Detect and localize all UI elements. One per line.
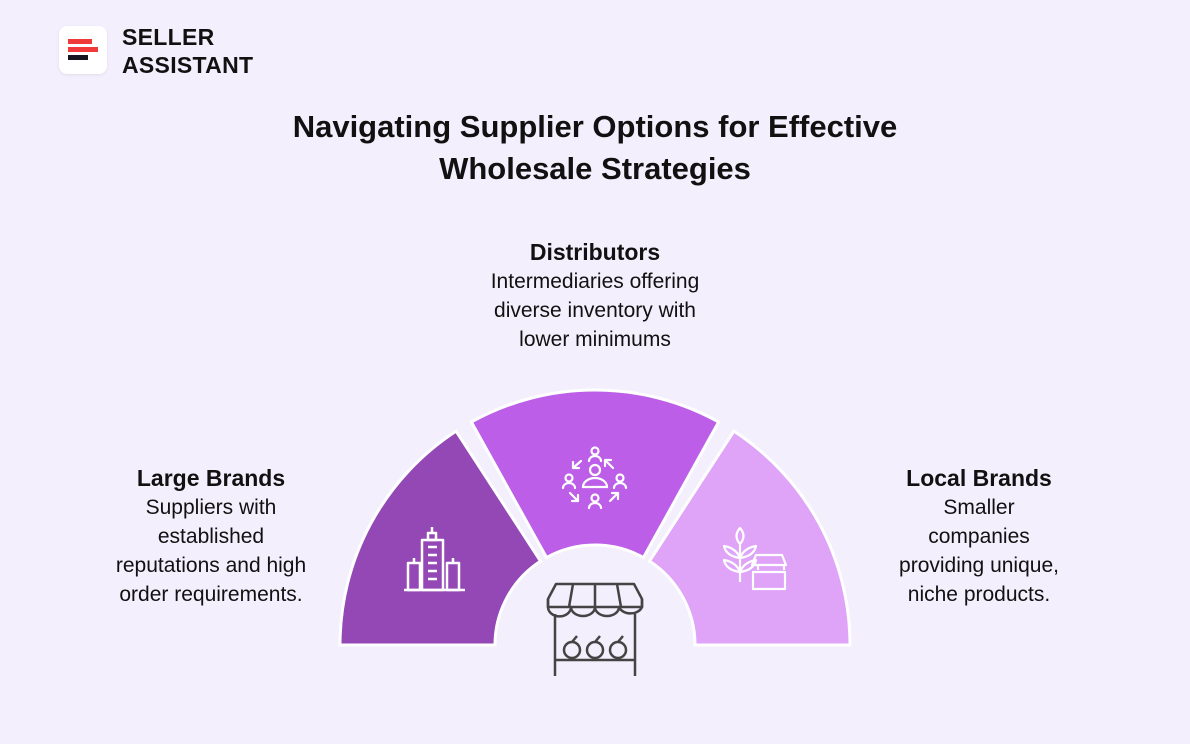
logo-bar: [68, 39, 92, 44]
people-network-icon: [561, 446, 628, 510]
title-line: Navigating Supplier Options for Effectiv…: [292, 109, 898, 144]
segment-desc: providing unique,: [899, 554, 1059, 577]
title-line: Wholesale Strategies: [439, 151, 751, 186]
segment-title: Large Brands: [136, 465, 286, 491]
segment-desc: lower minimums: [519, 328, 671, 351]
segment-desc: reputations and high: [115, 554, 307, 577]
segment-title: Local Brands: [906, 465, 1052, 491]
segment-desc: Intermediaries offering: [490, 270, 700, 293]
segment-desc: order requirements.: [119, 583, 303, 606]
brand-line: SELLER: [122, 24, 215, 50]
logo: [59, 26, 107, 74]
segment-local-brands: [647, 429, 852, 647]
brand-name: SELLER ASSISTANT: [122, 23, 253, 79]
market-stall-icon: [546, 582, 644, 676]
segment-distributors: [469, 388, 721, 560]
wheat-shop-icon: [722, 526, 788, 591]
segment-title: Distributors: [529, 239, 661, 265]
page-title: Navigating Supplier Options for Effectiv…: [0, 106, 1190, 190]
local-brands-label: Local Brands Smaller companies providing…: [868, 463, 1090, 609]
segment-desc: established: [157, 525, 265, 548]
segment-desc: diverse inventory with: [494, 299, 696, 322]
segment-large-brands: [338, 429, 543, 647]
logo-bar: [68, 47, 98, 52]
segment-desc: niche products.: [907, 583, 1051, 606]
brand-line: ASSISTANT: [122, 52, 254, 78]
segment-desc: companies: [928, 525, 1030, 548]
large-brands-label: Large Brands Suppliers with established …: [90, 463, 332, 609]
buildings-icon: [404, 527, 465, 592]
segment-desc: Smaller: [943, 496, 1015, 519]
segment-desc: Suppliers with: [145, 496, 277, 519]
distributors-label: Distributors Intermediaries offering div…: [445, 237, 745, 354]
logo-bar: [68, 55, 88, 60]
